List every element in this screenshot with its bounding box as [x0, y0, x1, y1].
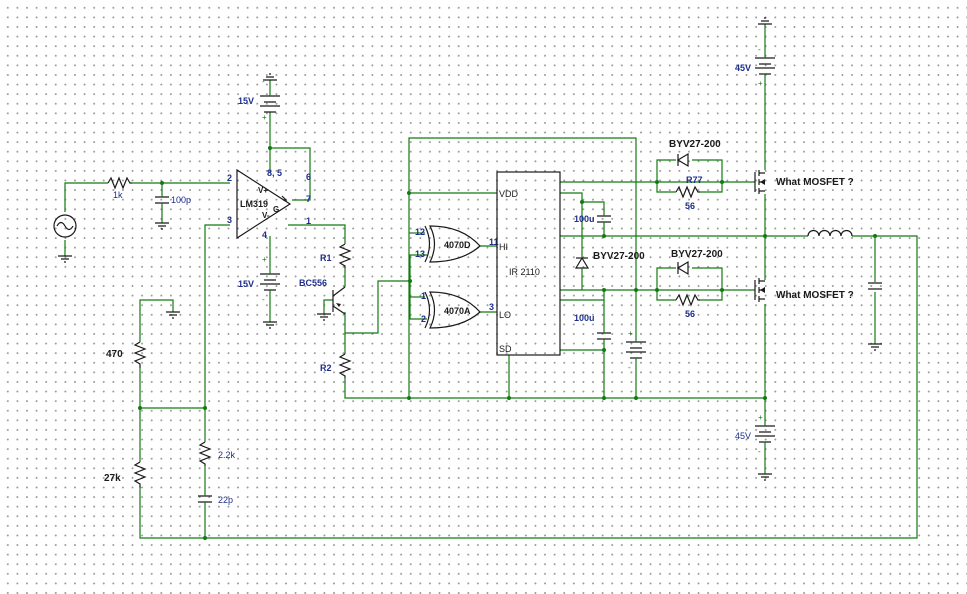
battery-logic-minus: -	[628, 363, 631, 372]
capacitor-100u-vcc[interactable]: 100u	[574, 313, 611, 344]
ac-source[interactable]	[53, 214, 77, 238]
diode-lo-label: BYV27-200	[671, 249, 723, 260]
capacitor-output[interactable]	[868, 282, 882, 290]
xor-a-pin-2: 2	[421, 314, 426, 324]
comp-pins-8-5: 8, 5	[267, 168, 282, 178]
supply-top-plus: +	[758, 79, 763, 88]
resistor-27k-label: 27k	[104, 473, 121, 484]
capacitor-100u-boot[interactable]: 100u	[574, 212, 611, 230]
comparator-name: LM319	[240, 199, 268, 209]
driver-ir2110[interactable]: VDD HI IR 2110 LO SD	[496, 171, 561, 356]
driver-sd-label: SD	[499, 344, 512, 354]
xor-d-pin-12: 12	[415, 227, 425, 237]
resistor-2k2[interactable]: 2.2k	[198, 441, 236, 466]
capacitor-100p-label: 100p	[171, 195, 191, 205]
supply-45v-top[interactable]: - + 45V	[735, 45, 775, 88]
comp-pin-3: 3	[227, 215, 232, 225]
inductor-output[interactable]	[807, 229, 853, 237]
battery-15v-bottom[interactable]: + - 15V	[238, 255, 280, 304]
resistor-r1-label: R1	[320, 253, 332, 263]
resistor-470-label: 470	[106, 349, 123, 360]
xor-gate-4070a[interactable]: 4070A 1 2 3	[421, 291, 494, 329]
resistor-1k-label: 1k	[113, 190, 123, 200]
comparator-vplus: V+	[258, 186, 268, 195]
comp-pin-2: 2	[227, 173, 232, 183]
mosfet-high[interactable]: What MOSFET ?	[754, 170, 854, 194]
cap-vcc-label: 100u	[574, 313, 595, 323]
driver-vdd-label: VDD	[499, 189, 519, 199]
resistor-470[interactable]: 470	[106, 341, 147, 368]
battery-bottom-minus: -	[262, 295, 265, 304]
comp-pin-1: 1	[306, 216, 311, 226]
xor-d-pin-11: 11	[489, 237, 499, 247]
xor-d-label: 4070D	[444, 240, 471, 250]
supply-bottom-plus: +	[758, 413, 763, 422]
comp-pin-4: 4	[262, 230, 267, 240]
battery-top-minus: -	[262, 77, 265, 86]
transistor-label: BC556	[299, 278, 327, 288]
xor-gate-4070d[interactable]: 4070D 12 13 11	[415, 225, 499, 263]
xor-a-pin-3: 3	[489, 302, 494, 312]
resistor-r1[interactable]: R1	[320, 243, 352, 268]
battery-top-label: 15V	[238, 96, 254, 106]
supply-top-label: 45V	[735, 63, 751, 73]
diode-hi-label: BYV27-200	[669, 139, 721, 150]
resistor-27k[interactable]: 27k	[104, 461, 147, 488]
driver-lo-label: LO	[499, 310, 511, 320]
battery-logic-plus: +	[628, 329, 633, 338]
capacitor-100p[interactable]: 100p	[155, 193, 191, 209]
battery-logic[interactable]: + -	[626, 329, 646, 372]
resistor-gate-low[interactable]: 56	[675, 293, 700, 319]
capacitor-22p[interactable]: 22p	[198, 492, 233, 510]
driver-hi-label: HI	[499, 242, 508, 252]
resistor-gate-lo-label: 56	[685, 309, 695, 319]
mosfet-low[interactable]: What MOSFET ?	[754, 278, 854, 302]
diode-bootstrap[interactable]: BYV27-200	[574, 251, 645, 270]
diode-gate-low[interactable]: BYV27-200	[671, 249, 723, 276]
comparator-g: G	[273, 205, 279, 214]
diode-boot-label: BYV27-200	[593, 251, 645, 262]
junction-dots	[138, 146, 877, 540]
xor-d-pin-13: 13	[415, 249, 425, 259]
driver-name: IR 2110	[509, 267, 540, 277]
comp-pin-7: 7	[306, 194, 311, 204]
ground-symbols	[58, 17, 882, 481]
battery-bottom-label: 15V	[238, 279, 254, 289]
transistor-bc556[interactable]: BC556	[299, 278, 346, 315]
capacitor-22p-label: 22p	[218, 495, 233, 505]
battery-15v-top[interactable]: - + 15V	[238, 77, 280, 122]
resistor-r77[interactable]: R77 56	[675, 175, 703, 211]
xor-a-label: 4070A	[444, 306, 471, 316]
supply-bottom-minus: -	[758, 447, 761, 456]
comparator-lm319[interactable]: LM319 V+ V- G 2 3 8, 5 6 7 4 1	[227, 168, 311, 240]
wiring	[64, 24, 918, 539]
supply-top-minus: -	[758, 45, 761, 54]
diode-gate-high[interactable]: BYV27-200	[669, 139, 721, 168]
battery-top-plus: +	[262, 113, 267, 122]
resistor-2k2-label: 2.2k	[218, 450, 236, 460]
supply-45v-bottom[interactable]: + - 45V	[735, 413, 775, 456]
battery-bottom-plus: +	[262, 255, 267, 264]
resistor-1k[interactable]: 1k	[107, 176, 132, 200]
mosfet-hi-label: What MOSFET ?	[776, 177, 854, 188]
resistor-r2[interactable]: R2	[320, 353, 352, 378]
supply-bottom-label: 45V	[735, 431, 751, 441]
mosfet-lo-label: What MOSFET ?	[776, 290, 854, 301]
comp-pin-6: 6	[306, 172, 311, 182]
comparator-vminus: V-	[262, 211, 270, 220]
xor-a-pin-1: 1	[421, 291, 426, 301]
resistor-r2-label: R2	[320, 363, 332, 373]
cap-boot-label: 100u	[574, 214, 595, 224]
resistor-r77-label: R77	[686, 175, 703, 185]
resistor-gate-hi-label: 56	[685, 201, 695, 211]
